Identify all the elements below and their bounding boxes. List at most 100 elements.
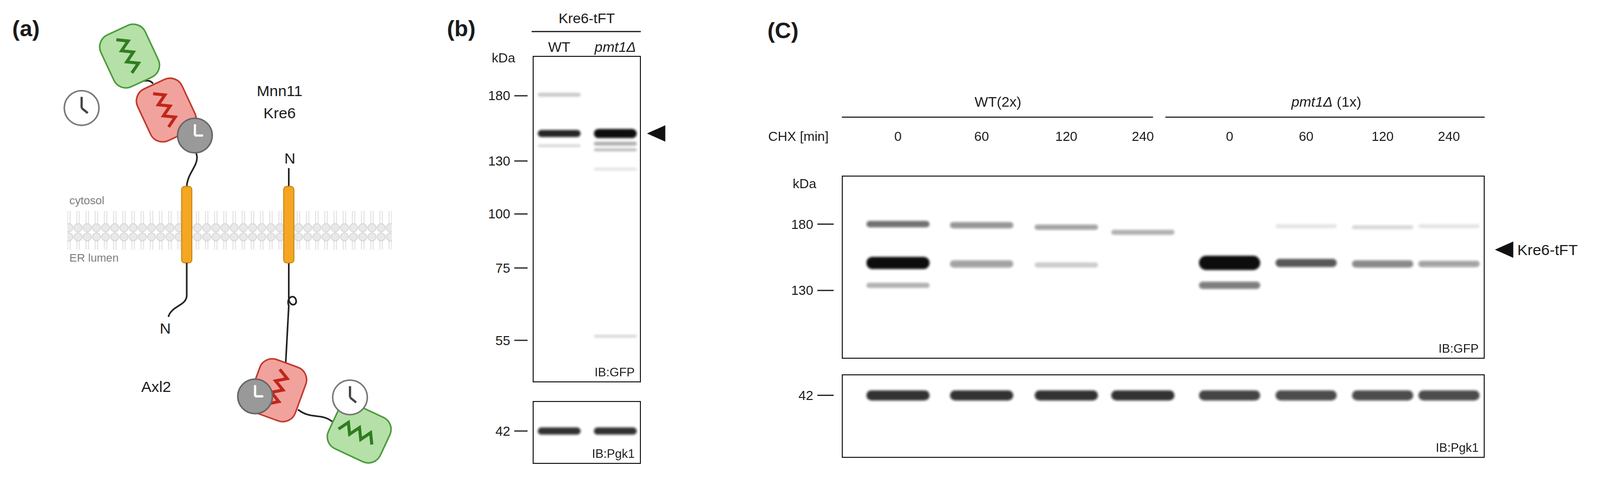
band-label: Kre6-tFT [1517, 241, 1578, 259]
time-point: 0 [1225, 128, 1234, 144]
blot-band [594, 148, 637, 152]
marker-tick [514, 430, 528, 432]
blot-band [537, 92, 1480, 435]
panel-letter: (a) [12, 15, 40, 42]
membrane [67, 210, 393, 250]
size-marker: 42 [495, 423, 511, 440]
band-arrowhead [1494, 241, 1513, 258]
blot-band [537, 92, 581, 97]
blot-band [1351, 390, 1414, 401]
axl2-protein [95, 19, 164, 93]
size-marker: 180 [487, 88, 511, 104]
terminus-label: N [159, 319, 171, 338]
axis-label: CHX [min] [768, 128, 829, 144]
terminus-label: N [284, 149, 296, 168]
blot-band [1198, 390, 1261, 401]
time-point: 240 [1131, 128, 1154, 144]
axl2-protein [116, 35, 141, 74]
kre6-protein [349, 386, 356, 403]
axl2-protein [177, 118, 213, 154]
time-point: 120 [1371, 128, 1394, 144]
blot-band [1275, 224, 1337, 229]
time-point: 60 [1298, 128, 1314, 144]
kre6-protein [332, 380, 368, 415]
panel-letter: (b) [447, 15, 476, 42]
blot-band [594, 167, 637, 171]
blot-band [950, 390, 1014, 401]
band-arrowhead [646, 125, 1514, 258]
antibody-label: IB:Pgk1 [592, 447, 635, 462]
axl2-protein [153, 89, 178, 128]
axl2-protein [181, 186, 192, 264]
blot-band [594, 334, 637, 338]
axl2-protein [64, 90, 100, 126]
kre6-protein [255, 385, 264, 397]
marker-tick [514, 160, 528, 162]
kre6-protein [298, 409, 333, 422]
axl2-protein [95, 19, 164, 93]
kre6-protein [237, 168, 396, 468]
size-marker: 75 [495, 260, 511, 276]
marker-tick [817, 289, 834, 292]
blot-panel: IB:GFP [532, 55, 641, 383]
lane-label: WT [548, 38, 571, 56]
protein-name: Axl2 [141, 378, 172, 396]
blot-band [537, 129, 581, 137]
blot-band [866, 282, 930, 288]
marker-tick [817, 395, 834, 397]
blot-band [1275, 390, 1337, 401]
time-point: 60 [974, 128, 989, 144]
header-rule [531, 31, 1485, 118]
marker-tick [514, 213, 528, 215]
axl2-protein [81, 96, 88, 113]
panel-letter: (C) [767, 17, 799, 44]
blot-band [1034, 262, 1099, 268]
blot-band [1034, 390, 1099, 401]
blot-band [1111, 390, 1175, 401]
blot-band [1418, 224, 1480, 229]
time-point: 240 [1437, 128, 1461, 144]
axl2-protein [194, 124, 203, 136]
blot-band [1351, 260, 1414, 268]
blot-band [1198, 281, 1261, 289]
blot-band [1198, 255, 1261, 270]
blot-panel: IB:Pgk1 [841, 374, 1485, 459]
membrane [67, 210, 393, 250]
header-rule [841, 116, 1153, 118]
header-rule [531, 31, 641, 33]
size-marker: 180 [790, 216, 814, 233]
axl2-protein [177, 118, 213, 154]
lane-group-label: (1x) [1336, 93, 1362, 111]
blot-header: Kre6-tFT [558, 10, 615, 27]
blot-band [537, 144, 581, 148]
size-marker: 100 [487, 206, 511, 222]
size-marker: 42 [798, 388, 814, 404]
blot-band [1034, 225, 1099, 231]
blot-panel: IB:GFP [841, 175, 1485, 360]
size-marker: 130 [790, 282, 814, 299]
kre6-protein [244, 355, 311, 426]
kre6-protein [287, 168, 290, 187]
blot-band [594, 427, 637, 435]
axl2-protein [168, 263, 187, 318]
marker-unit: kDa [491, 50, 516, 66]
antibody-label: IB:GFP [1438, 341, 1479, 356]
band-arrowhead [646, 125, 666, 142]
kre6-protein [338, 419, 377, 445]
time-point: 120 [1055, 128, 1078, 144]
blot-band [950, 260, 1014, 268]
time-point: 0 [894, 128, 902, 144]
marker-tick [514, 95, 528, 97]
compartment-label: ER lumen [69, 251, 119, 265]
lane-label: pmt1Δ [594, 38, 636, 56]
blot-band [594, 128, 637, 138]
protein-name: Mnn11 [256, 82, 303, 100]
blot-band [866, 221, 930, 228]
antibody-label: IB:Pgk1 [1435, 441, 1479, 456]
marker-tick [514, 267, 528, 269]
protein-name: Kre6 [263, 104, 296, 122]
kre6-protein [237, 379, 273, 414]
kre6-protein [237, 379, 273, 414]
antibody-label: IB:GFP [594, 365, 635, 380]
